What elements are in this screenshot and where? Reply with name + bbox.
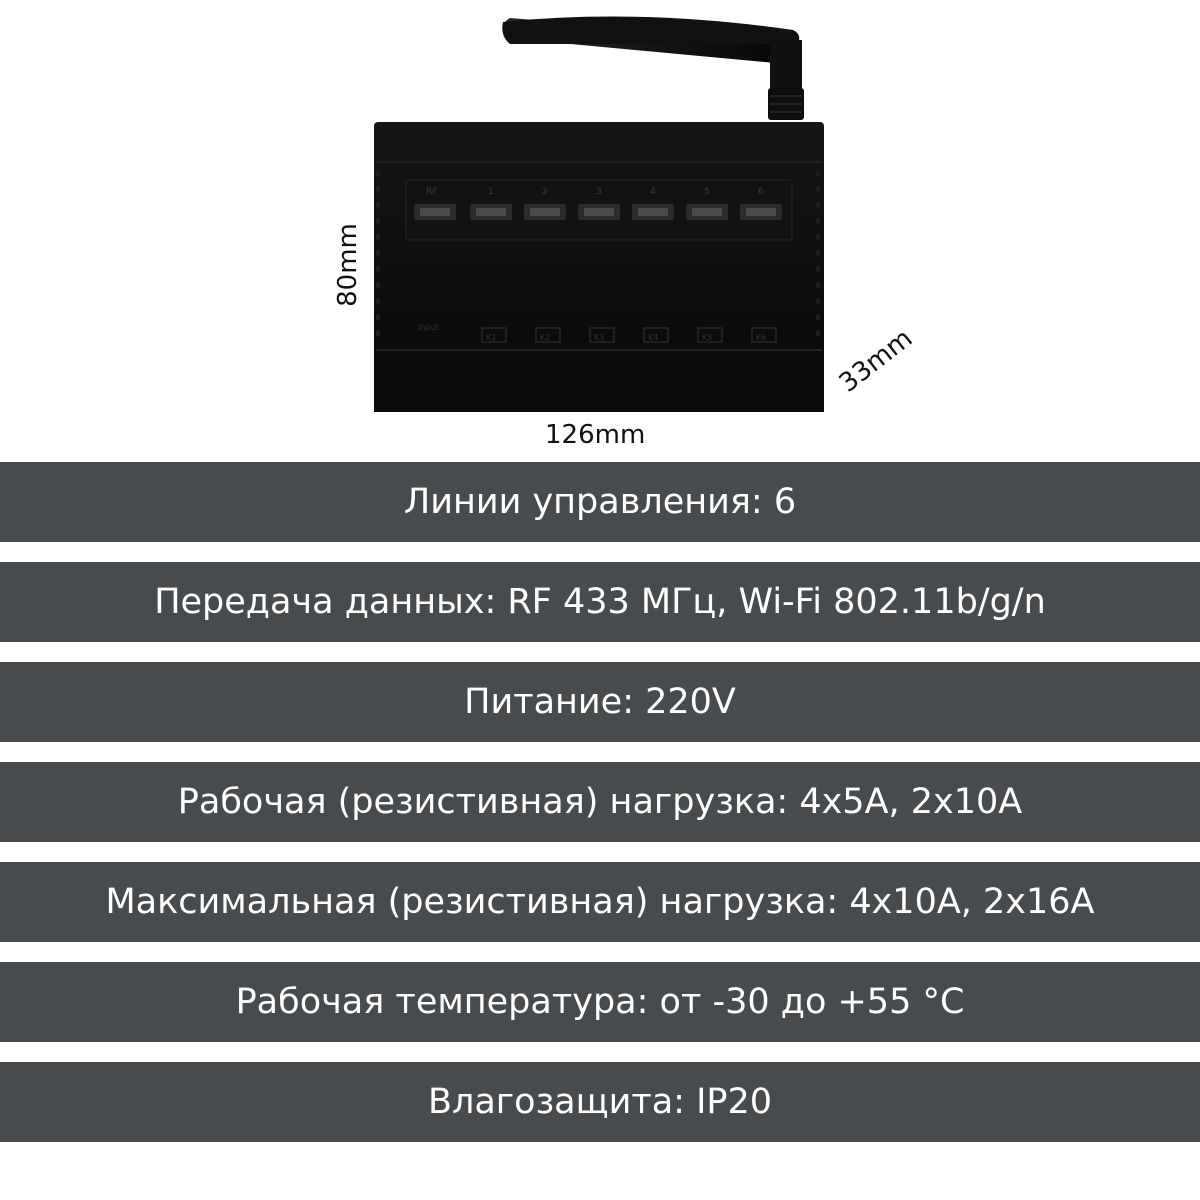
spec-working-load: Рабочая (резистивная) нагрузка: 4x5A, 2x… — [0, 762, 1200, 842]
spec-temperature: Рабочая температура: от -30 до +55 °C — [0, 962, 1200, 1042]
spec-max-load: Максимальная (резистивная) нагрузка: 4x1… — [0, 862, 1200, 942]
spec-power: Питание: 220V — [0, 662, 1200, 742]
terminal-label-k1: K1 — [486, 333, 496, 342]
terminal-label-k6: K6 — [756, 333, 766, 342]
terminal-label-k3: K3 — [594, 333, 604, 342]
indicator-label-rf: RF — [426, 187, 437, 197]
device-photo: RF 1 2 3 4 5 6 — [374, 16, 824, 412]
terminal-label-k2: K2 — [540, 333, 550, 342]
led-windows — [414, 204, 782, 220]
dimension-height: 80mm — [333, 223, 363, 307]
spec-control-lines: Линии управления: 6 — [0, 462, 1200, 542]
spec-ingress-protection: Влагозащита: IP20 — [0, 1062, 1200, 1142]
dimension-width: 126mm — [545, 420, 646, 450]
terminal-labels: Input K1 K2 K3 K4 K5 K6 — [418, 323, 766, 342]
indicator-label-4: 4 — [650, 187, 656, 197]
indicator-label-1: 1 — [488, 187, 494, 197]
terminal-label-input: Input — [418, 323, 439, 332]
device-illustration: RF 1 2 3 4 5 6 — [0, 0, 1200, 460]
antenna — [502, 16, 804, 120]
terminal-label-k5: K5 — [702, 333, 712, 342]
right-vents — [816, 170, 820, 336]
terminal-label-k4: K4 — [648, 333, 658, 342]
terminal-symbols — [481, 327, 777, 343]
spec-data-transfer: Передача данных: RF 433 МГц, Wi-Fi 802.1… — [0, 562, 1200, 642]
indicator-labels: RF 1 2 3 4 5 6 — [426, 187, 764, 197]
indicator-label-2: 2 — [542, 187, 548, 197]
device-body: RF 1 2 3 4 5 6 — [374, 122, 824, 412]
indicator-label-5: 5 — [704, 187, 710, 197]
left-vents — [376, 170, 380, 336]
indicator-label-3: 3 — [596, 187, 602, 197]
indicator-label-6: 6 — [758, 187, 764, 197]
